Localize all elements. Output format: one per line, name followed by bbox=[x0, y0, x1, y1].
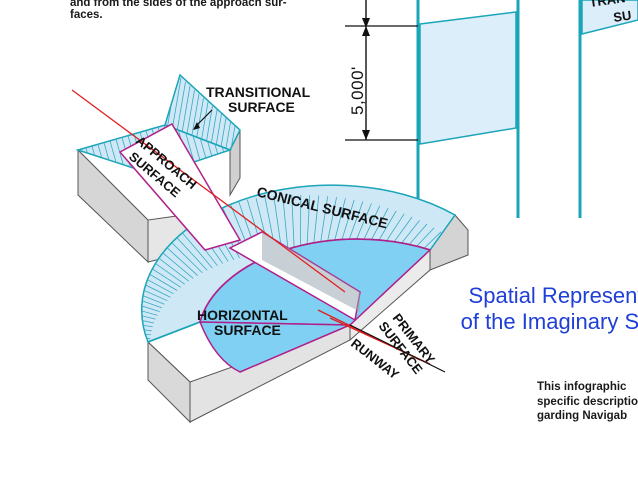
runway-line bbox=[349, 324, 446, 373]
transitional-hatch-line bbox=[195, 101, 209, 150]
transitional-leader bbox=[195, 109, 213, 127]
conical-hatch-line bbox=[141, 274, 168, 302]
centerline-axis bbox=[71, 89, 346, 293]
conical-hatch-line bbox=[93, 370, 156, 385]
conical-hatch-line bbox=[141, 253, 182, 288]
elevation-panel-right bbox=[581, 0, 638, 35]
conical-hatch-line bbox=[141, 280, 165, 305]
approach-slope bbox=[118, 122, 242, 251]
transitional-hatch-line bbox=[222, 125, 236, 150]
conical-hatch-line bbox=[141, 297, 158, 316]
conical-hatch-line bbox=[105, 385, 164, 408]
transitional-leader-arrowhead bbox=[193, 122, 200, 130]
dimension-arrow-top-a bbox=[362, 18, 370, 28]
dimension-label: 5,000' bbox=[348, 66, 367, 115]
conical-hatch-line bbox=[85, 351, 150, 354]
primary-shadow bbox=[262, 232, 360, 312]
transitional-label-line-2: SURFACE bbox=[228, 99, 295, 115]
conical-hatch-line bbox=[141, 303, 156, 320]
transitional-hatch-line bbox=[191, 97, 204, 150]
page-title: Spatial Represent of the Imaginary Su bbox=[426, 283, 638, 335]
cropped-label-line-2: SU bbox=[612, 8, 632, 25]
info-text-line-1: This infographic bbox=[537, 381, 627, 393]
horizontal-label-line-2: SURFACE bbox=[214, 322, 281, 338]
conical-hatch-line bbox=[141, 309, 155, 324]
elevation-panel bbox=[419, 11, 517, 145]
conical-hatch-line bbox=[87, 359, 151, 367]
cropped-label-line-1: TRAN bbox=[588, 0, 626, 10]
base-block bbox=[77, 129, 469, 424]
transitional-hatch-line bbox=[218, 121, 231, 150]
dimension-arrow-top-b bbox=[362, 26, 370, 36]
intro-text-line-1: and from the sides of the approach sur- bbox=[70, 0, 287, 9]
page-title-line-2: of the Imaginary Su bbox=[460, 309, 638, 334]
conical-hatch-line bbox=[306, 195, 311, 251]
conical-end-left bbox=[147, 321, 201, 343]
transitional-hatch-line bbox=[186, 93, 200, 150]
elevation-view: 5,000' TRAN SU bbox=[345, 0, 638, 218]
conical-hatch-line bbox=[141, 334, 151, 340]
conical-hatch-line bbox=[86, 355, 151, 361]
conical-hatch-line bbox=[312, 195, 320, 251]
conical-hatch-line bbox=[91, 366, 154, 378]
conical-hatch-line bbox=[141, 286, 163, 309]
conical-hatch-line bbox=[141, 328, 151, 336]
horizontal-fill-front bbox=[198, 321, 351, 373]
primary-surface bbox=[228, 231, 446, 373]
conical-hatch-line bbox=[85, 347, 150, 348]
conical-hatch-line bbox=[291, 195, 295, 251]
transitional-label-line-1: TRANSITIONAL bbox=[206, 84, 311, 100]
block-front-curve bbox=[147, 340, 191, 424]
info-text-line-2: specific descriptio bbox=[537, 395, 638, 408]
conical-hatch-line bbox=[141, 258, 178, 291]
conical-hatch-line bbox=[141, 291, 160, 312]
page-title-line-1: Spatial Represent bbox=[468, 283, 638, 308]
conical-hatch-line bbox=[89, 362, 153, 372]
info-text-line-3: garding Navigab bbox=[537, 410, 628, 422]
conical-hatch-line bbox=[141, 322, 152, 332]
conical-hatch-line bbox=[273, 196, 283, 251]
conical-hatch-line bbox=[141, 340, 151, 342]
info-text: This infographic specific descriptio gar… bbox=[537, 380, 638, 424]
conical-hatch-line bbox=[282, 195, 289, 251]
transitional-hatch-line bbox=[213, 117, 227, 150]
intro-text-line-2: faces. bbox=[70, 9, 103, 21]
dimension-arrow-bottom bbox=[362, 130, 370, 140]
intro-text: and from the sides of the approach sur- … bbox=[70, 0, 340, 21]
horizontal-label-line-1: HORIZONTAL bbox=[197, 307, 288, 323]
